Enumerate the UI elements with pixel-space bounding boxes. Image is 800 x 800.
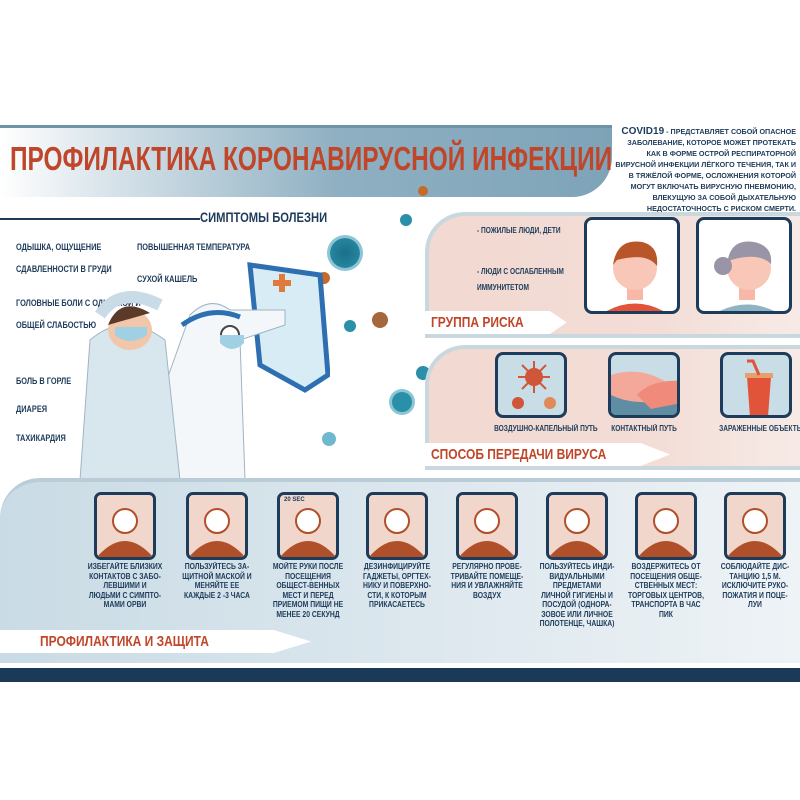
prevention-text-content: ПОЛЬЗУЙТЕСЬ ИНДИ-ВИДУАЛЬНЫМИ ПРЕДМЕТАМИ … xyxy=(539,562,615,628)
symptom-item: ТАХИКАРДИЯ xyxy=(16,433,66,443)
symptom-item: ПОВЫШЕННАЯ ТЕМПЕРАТУРА xyxy=(137,242,251,252)
prevention-text: МОЙТЕ РУКИ ПОСЛЕ ПОСЕЩЕНИЯ ОБЩЕСТ-ВЕННЫХ… xyxy=(263,562,353,619)
social-distance-icon xyxy=(724,492,786,560)
prevention-text: СОБЛЮДАЙТЕ ДИС-ТАНЦИЮ 1,5 М. ИСКЛЮЧИТЕ Р… xyxy=(710,562,800,610)
symptom-item: ДИАРЕЯ xyxy=(16,404,48,414)
transmission-label: ВОЗДУШНО-КАПЕЛЬНЫЙ ПУТЬ xyxy=(494,424,598,433)
prevention-title: ПРОФИЛАКТИКА И ЗАЩИТА xyxy=(0,630,312,653)
symptom-item: ОДЫШКА, ОЩУЩЕНИЕ xyxy=(16,242,102,252)
symptom-item: ГОЛОВНЫЕ БОЛИ С ОДЫШКОЙ И xyxy=(16,298,141,308)
prevention-text-content: ВОЗДЕРЖИТЕСЬ ОТ ПОСЕЩЕНИЯ ОБЩЕ-СТВЕННЫХ … xyxy=(628,562,704,619)
handshake-icon xyxy=(608,352,680,418)
child-face-icon xyxy=(584,217,680,314)
prevention-text: РЕГУЛЯРНО ПРОВЕ-ТРИВАЙТЕ ПОМЕЩЕ-НИЯ И УВ… xyxy=(442,562,532,600)
prevention-text-content: МОЙТЕ РУКИ ПОСЛЕ ПОСЕЩЕНИЯ ОБЩЕСТ-ВЕННЫХ… xyxy=(272,562,344,619)
hand-wash-icon: 20 SEC xyxy=(277,492,339,560)
intro-lead: COVID19 xyxy=(621,126,665,137)
virus-icon xyxy=(418,186,428,196)
crowd-warning-icon xyxy=(94,492,156,560)
prevention-text-content: РЕГУЛЯРНО ПРОВЕ-ТРИВАЙТЕ ПОМЕЩЕ-НИЯ И УВ… xyxy=(450,562,524,600)
prevention-text: ПОЛЬЗУЙТЕСЬ ИНДИ-ВИДУАЛЬНЫМИ ПРЕДМЕТАМИ … xyxy=(532,562,622,629)
prevention-text-content: ПОЛЬЗУЙТЕСЬ ЗА-ЩИТНОЙ МАСКОЙ И МЕНЯЙТЕ Е… xyxy=(182,562,252,600)
virus-icon xyxy=(392,392,412,412)
bottom-bar xyxy=(0,668,800,682)
page-title: ПРОФИЛАКТИКА КОРОНАВИРУСНОЙ ИНФЕКЦИИ xyxy=(10,140,613,177)
virus-icon xyxy=(322,432,336,446)
title-banner xyxy=(0,125,612,197)
virus-icon xyxy=(372,312,388,328)
transmission-label: ЗАРАЖЕННЫЕ ОБЪЕКТЫ xyxy=(719,424,800,433)
symptom-item: СУХОЙ КАШЕЛЬ xyxy=(137,274,198,284)
prevention-text: ДЕЗИНФИЦИРУЙТЕ ГАДЖЕТЫ, ОРГТЕХ-НИКУ И ПО… xyxy=(352,562,442,610)
elderly-woman-face-icon xyxy=(696,217,792,314)
prevention-text: ВОЗДЕРЖИТЕСЬ ОТ ПОСЕЩЕНИЯ ОБЩЕ-СТВЕННЫХ … xyxy=(621,562,711,619)
symptom-item: ОБЩЕЙ СЛАБОСТЬЮ xyxy=(16,320,97,330)
prevention-text-content: ИЗБЕГАЙТЕ БЛИЗКИХ КОНТАКТОВ С ЗАБО-ЛЕВШИ… xyxy=(87,562,163,609)
symptoms-divider xyxy=(0,218,200,220)
risk-group-title: ГРУППА РИСКА xyxy=(425,311,567,334)
virus-icon xyxy=(400,214,412,226)
prevention-text: ИЗБЕГАЙТЕ БЛИЗКИХ КОНТАКТОВ С ЗАБО-ЛЕВШИ… xyxy=(80,562,170,610)
intro-body: - ПРЕДСТАВЛЯЕТ СОБОЙ ОПАСНОЕ ЗАБОЛЕВАНИЕ… xyxy=(615,127,796,213)
symptoms-title: СИМПТОМЫ БОЛЕЗНИ xyxy=(200,209,328,225)
timer-badge: 20 SEC xyxy=(284,497,305,503)
virus-droplets-icon xyxy=(495,352,567,418)
prevention-text: ПОЛЬЗУЙТЕСЬ ЗА-ЩИТНОЙ МАСКОЙ И МЕНЯЙТЕ Е… xyxy=(172,562,262,600)
prevention-text-content: СОБЛЮДАЙТЕ ДИС-ТАНЦИЮ 1,5 М. ИСКЛЮЧИТЕ Р… xyxy=(720,562,790,609)
symptom-item: СДАВЛЕННОСТИ В ГРУДИ xyxy=(16,264,112,274)
risk-item: - ПОЖИЛЫЕ ЛЮДИ, ДЕТИ xyxy=(477,226,561,235)
symptom-item: БОЛЬ В ГОРЛЕ xyxy=(16,376,72,386)
intro-text: COVID19 - ПРЕДСТАВЛЯЕТ СОБОЙ ОПАСНОЕ ЗАБ… xyxy=(612,126,796,214)
prevention-text-content: ДЕЗИНФИЦИРУЙТЕ ГАДЖЕТЫ, ОРГТЕХ-НИКУ И ПО… xyxy=(363,562,431,609)
towel-icon xyxy=(546,492,608,560)
risk-item: - ЛЮДИ С ОСЛАБЛЕННЫМ xyxy=(477,267,564,276)
stay-home-icon xyxy=(635,492,697,560)
virus-icon xyxy=(330,238,360,268)
virus-icon xyxy=(344,320,356,332)
transmission-title: СПОСОБ ПЕРЕДАЧИ ВИРУСА xyxy=(425,443,671,466)
cup-icon xyxy=(720,352,792,418)
face-mask-icon xyxy=(186,492,248,560)
transmission-label: КОНТАКТНЫЙ ПУТЬ xyxy=(611,424,677,433)
risk-item: ИММУНИТЕТОМ xyxy=(477,283,529,292)
disinfect-spray-icon xyxy=(366,492,428,560)
humidifier-window-icon xyxy=(456,492,518,560)
shield-icon xyxy=(247,262,330,393)
doctor-patient-illustration xyxy=(79,262,330,480)
